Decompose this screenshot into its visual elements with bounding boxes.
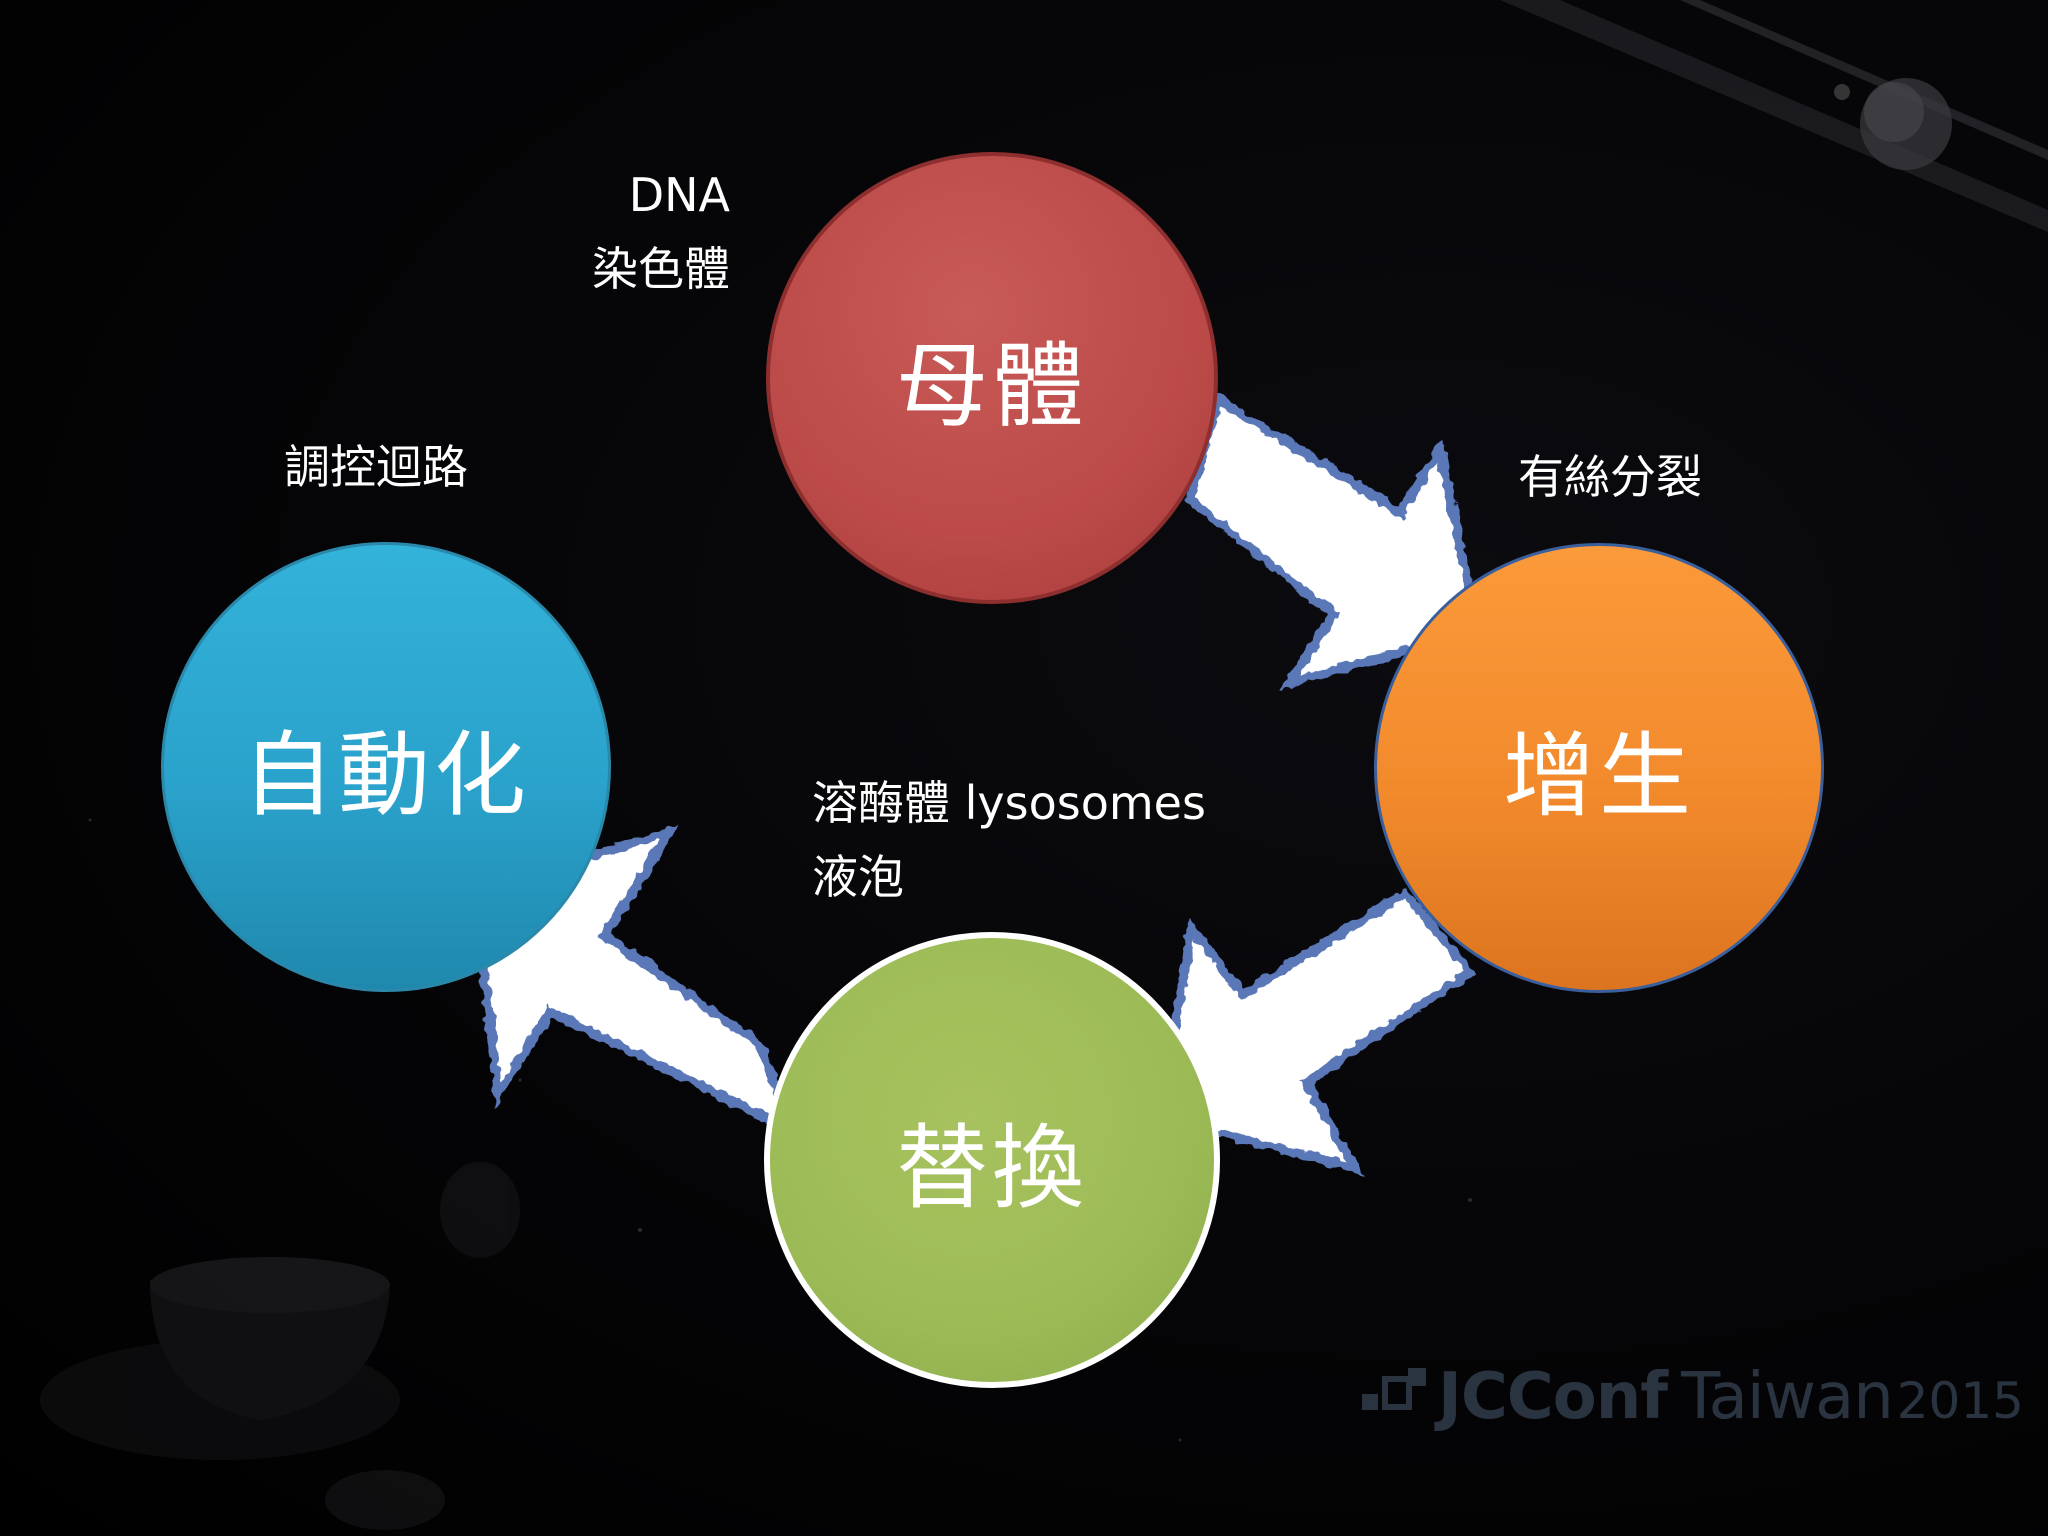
node-automate-label: 自動化: [241, 721, 530, 829]
annotation-dna-line2: 染色體: [592, 242, 730, 296]
node-automate: 自動化: [161, 542, 611, 992]
planet-decoration: [1834, 78, 1952, 170]
annotation-mitosis: 有絲分裂: [1518, 450, 1702, 504]
comet-streak-decoration: [1500, 0, 2048, 232]
node-replace-label: 替換: [895, 1114, 1088, 1222]
annotation-dna: DNA 染色體: [592, 158, 730, 306]
annotation-dna-line1: DNA: [628, 168, 730, 222]
annotation-lysosome-line2: 液泡: [812, 850, 904, 904]
jcconf-logo: JCConf Taiwan 2015: [1362, 1360, 2024, 1434]
node-replace: 替換: [764, 932, 1220, 1388]
jcconf-logo-icon: [1362, 1368, 1432, 1418]
annotation-lysosome: 溶酶體 lysosomes 液泡: [812, 766, 1206, 914]
node-mother: 母體: [766, 152, 1218, 604]
annotation-regulation: 調控迴路: [284, 440, 468, 494]
star-decoration: [88, 818, 1472, 1442]
jcconf-logo-name: JCConf: [1438, 1360, 1668, 1434]
jcconf-logo-region: Taiwan: [1681, 1360, 1894, 1434]
arrow-proliferate-to-replace: [1154, 887, 1477, 1176]
annotation-lysosome-line1: 溶酶體 lysosomes: [812, 776, 1206, 830]
node-proliferate: 增生: [1374, 543, 1824, 993]
node-mother-label: 母體: [895, 332, 1088, 440]
node-proliferate-label: 增生: [1502, 722, 1695, 830]
coffee-cup-decoration: [40, 1162, 520, 1530]
jcconf-logo-year: 2015: [1896, 1372, 2024, 1430]
arrow-mother-to-proliferate: [1184, 393, 1484, 690]
